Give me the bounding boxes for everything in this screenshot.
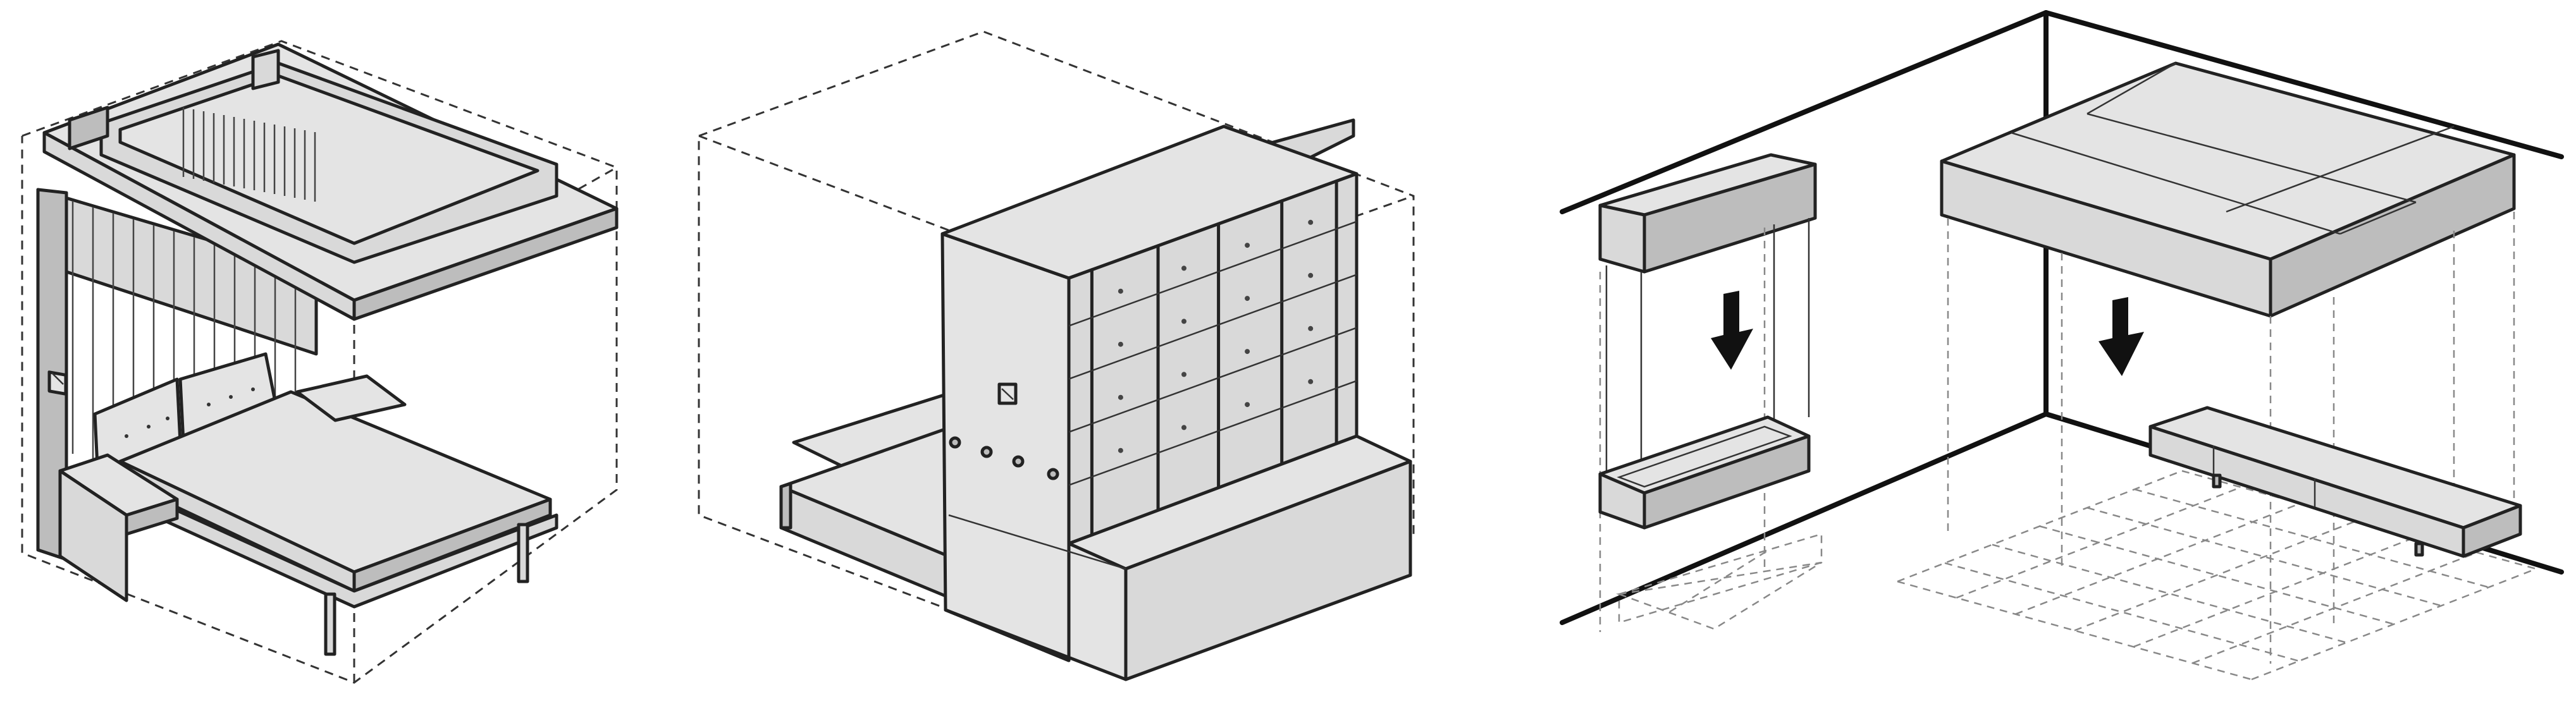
shelf-board [1068, 274, 1357, 380]
floor-grid-line [2039, 525, 2394, 625]
wall-switch-icon [47, 370, 68, 396]
down-arrow-icon [1711, 291, 1753, 370]
panel-1 [21, 40, 619, 684]
drawer-knob [1181, 372, 1186, 377]
drawer-knob [1245, 349, 1250, 355]
drawer-knob [1118, 288, 1123, 294]
shelf-lowered-position [1598, 415, 1811, 530]
shelf-board [1068, 327, 1357, 433]
shelf-upper-position [1598, 153, 1817, 274]
floor-grid-line [1944, 562, 2300, 662]
drawer-knob [1118, 341, 1123, 347]
cushion-tuft [166, 417, 169, 420]
drawer-knob [1118, 394, 1123, 400]
floor-grid-line [2086, 507, 2442, 607]
floor-grid-line [2074, 519, 2360, 631]
drawer-knob [1308, 219, 1314, 225]
panel-2 [698, 30, 1415, 681]
down-arrow-icon [2098, 297, 2144, 376]
drawer-knob [1181, 265, 1186, 271]
wall-switch-icon [997, 382, 1018, 405]
shelf-board [1068, 221, 1357, 327]
floor-grid-line [2251, 568, 2537, 681]
shelf-board [1068, 380, 1357, 486]
shelf-guide-rails [1599, 218, 1810, 632]
loft-bed-upper [42, 42, 619, 321]
floor-grid-line [2134, 488, 2489, 588]
drawer-knob [1245, 296, 1250, 301]
drawer-knob [1181, 425, 1186, 430]
cushion-tuft [147, 425, 151, 429]
drawer-knob [1181, 319, 1186, 324]
floor-grid-line [1992, 544, 2347, 643]
drawer-knob [1245, 243, 1250, 248]
bed-platform-ceiling [1940, 61, 2516, 318]
low-floor-cabinet [2148, 406, 2522, 558]
drawer-knob [1245, 402, 1250, 408]
floor-grid-line [1897, 580, 2252, 681]
drawer-knob [1118, 447, 1123, 453]
sofa-bed-lower [58, 352, 558, 656]
drawer-knob [1308, 272, 1314, 278]
cushion-tuft [207, 403, 211, 406]
panel-3 [1560, 10, 2564, 681]
cushion-tuft [125, 434, 128, 438]
floor-grid-small [1616, 533, 1823, 630]
cabinet-shelving-front [1067, 172, 1359, 545]
floor-grid-line [1956, 486, 2241, 599]
drawer-knob [1308, 326, 1314, 331]
cushion-tuft [251, 387, 255, 391]
coat-hooks [949, 436, 1059, 480]
cabinet-drawer-base [944, 434, 1412, 681]
drawer-knob [1308, 379, 1314, 384]
cushion-tuft [229, 395, 233, 399]
